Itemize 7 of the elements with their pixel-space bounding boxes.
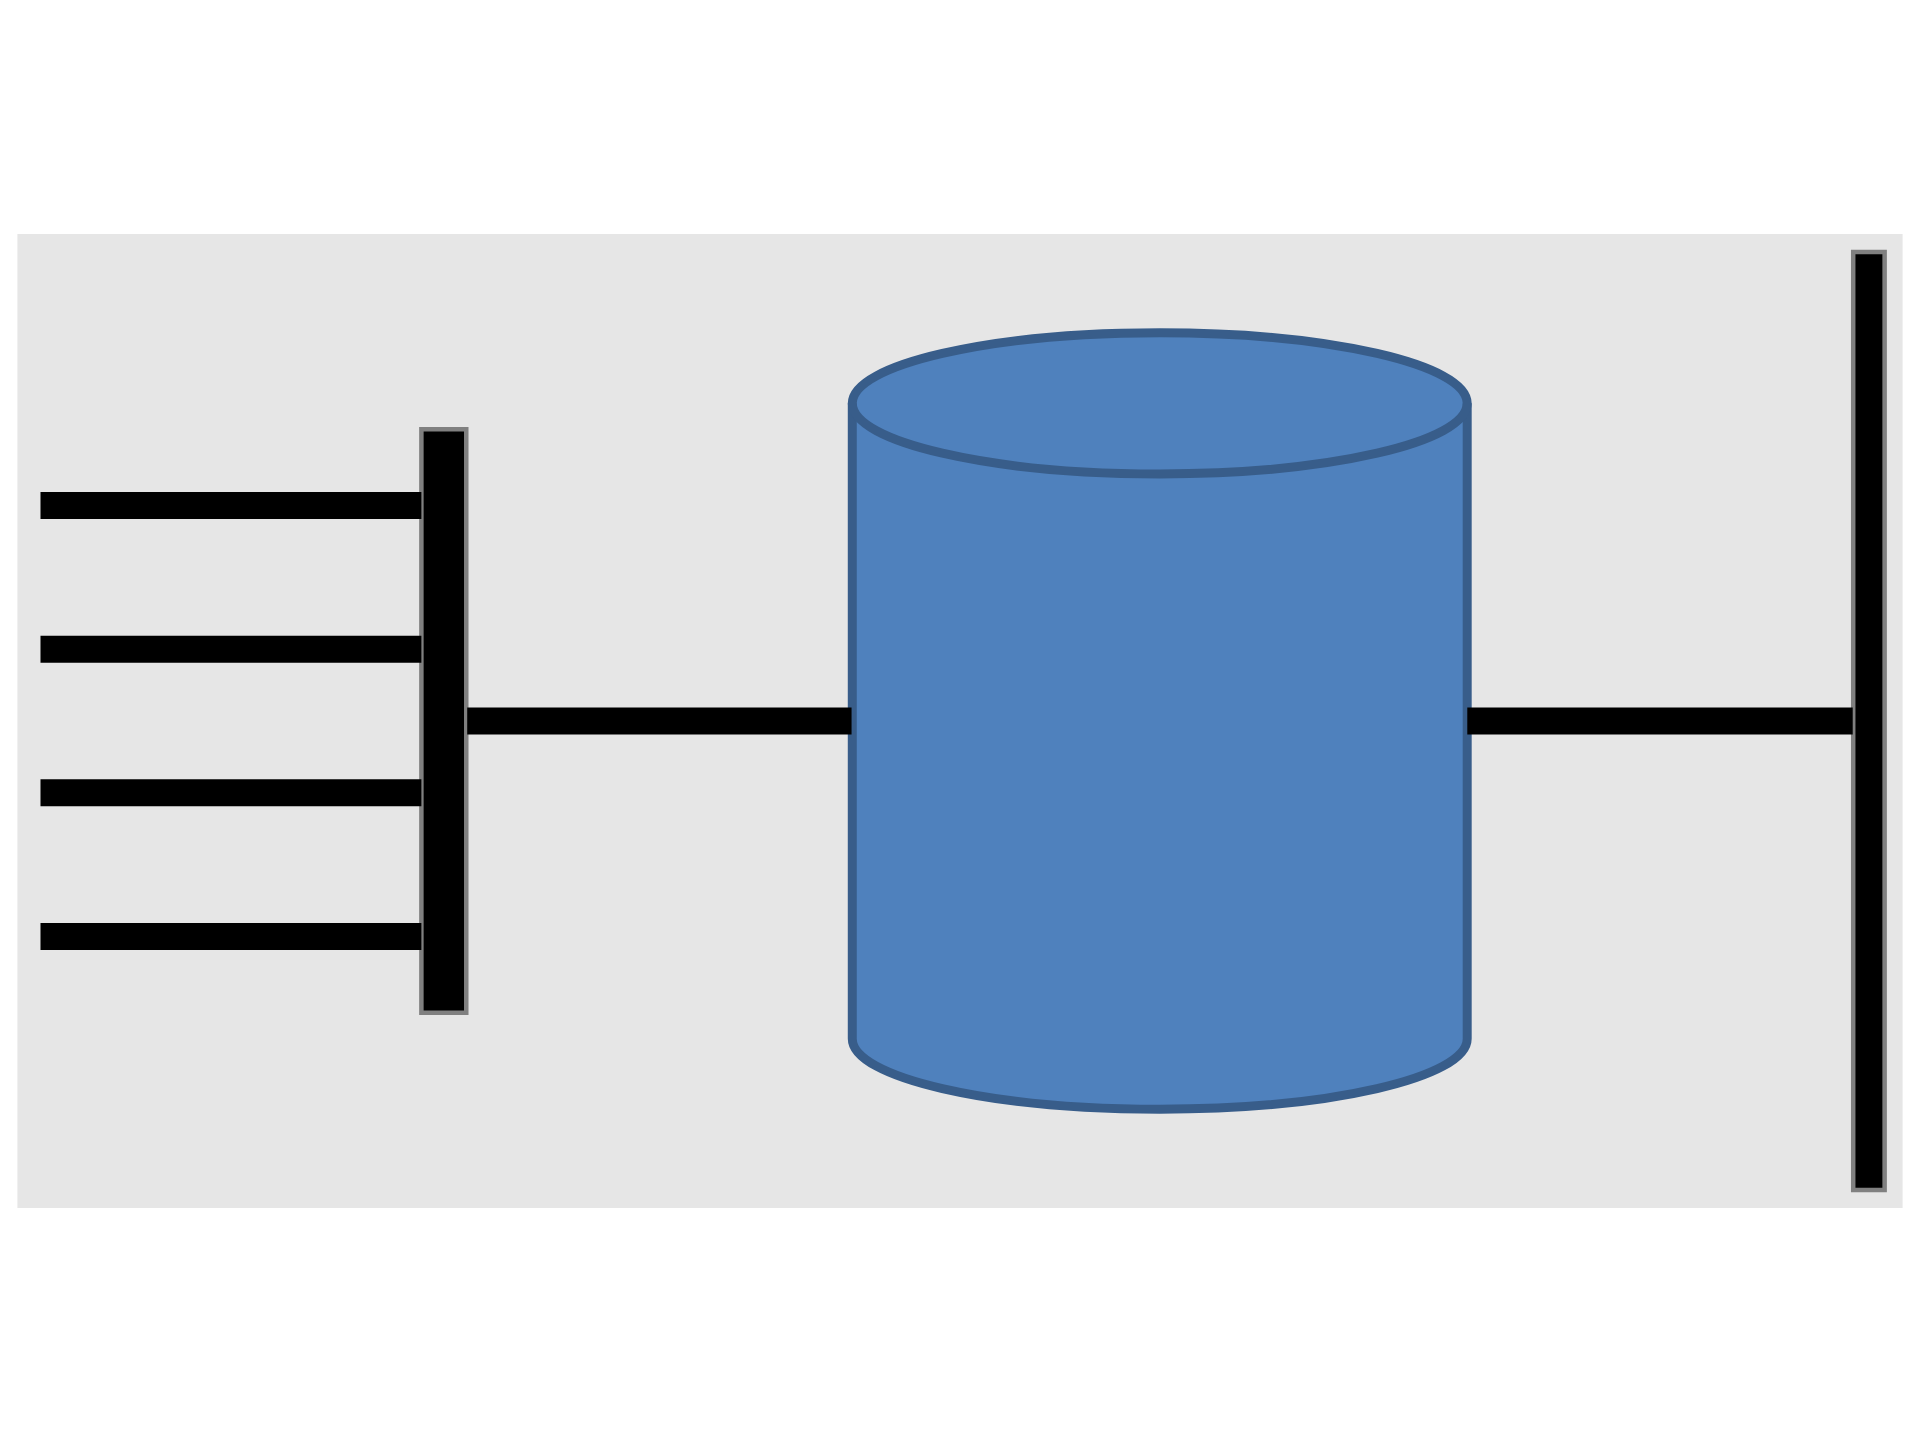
connector — [40, 491, 422, 518]
node-bar — [1850, 248, 1887, 1192]
connector — [1467, 706, 1853, 734]
connector — [40, 634, 422, 662]
connector — [40, 778, 422, 806]
connector — [467, 706, 852, 734]
connector — [40, 922, 422, 949]
